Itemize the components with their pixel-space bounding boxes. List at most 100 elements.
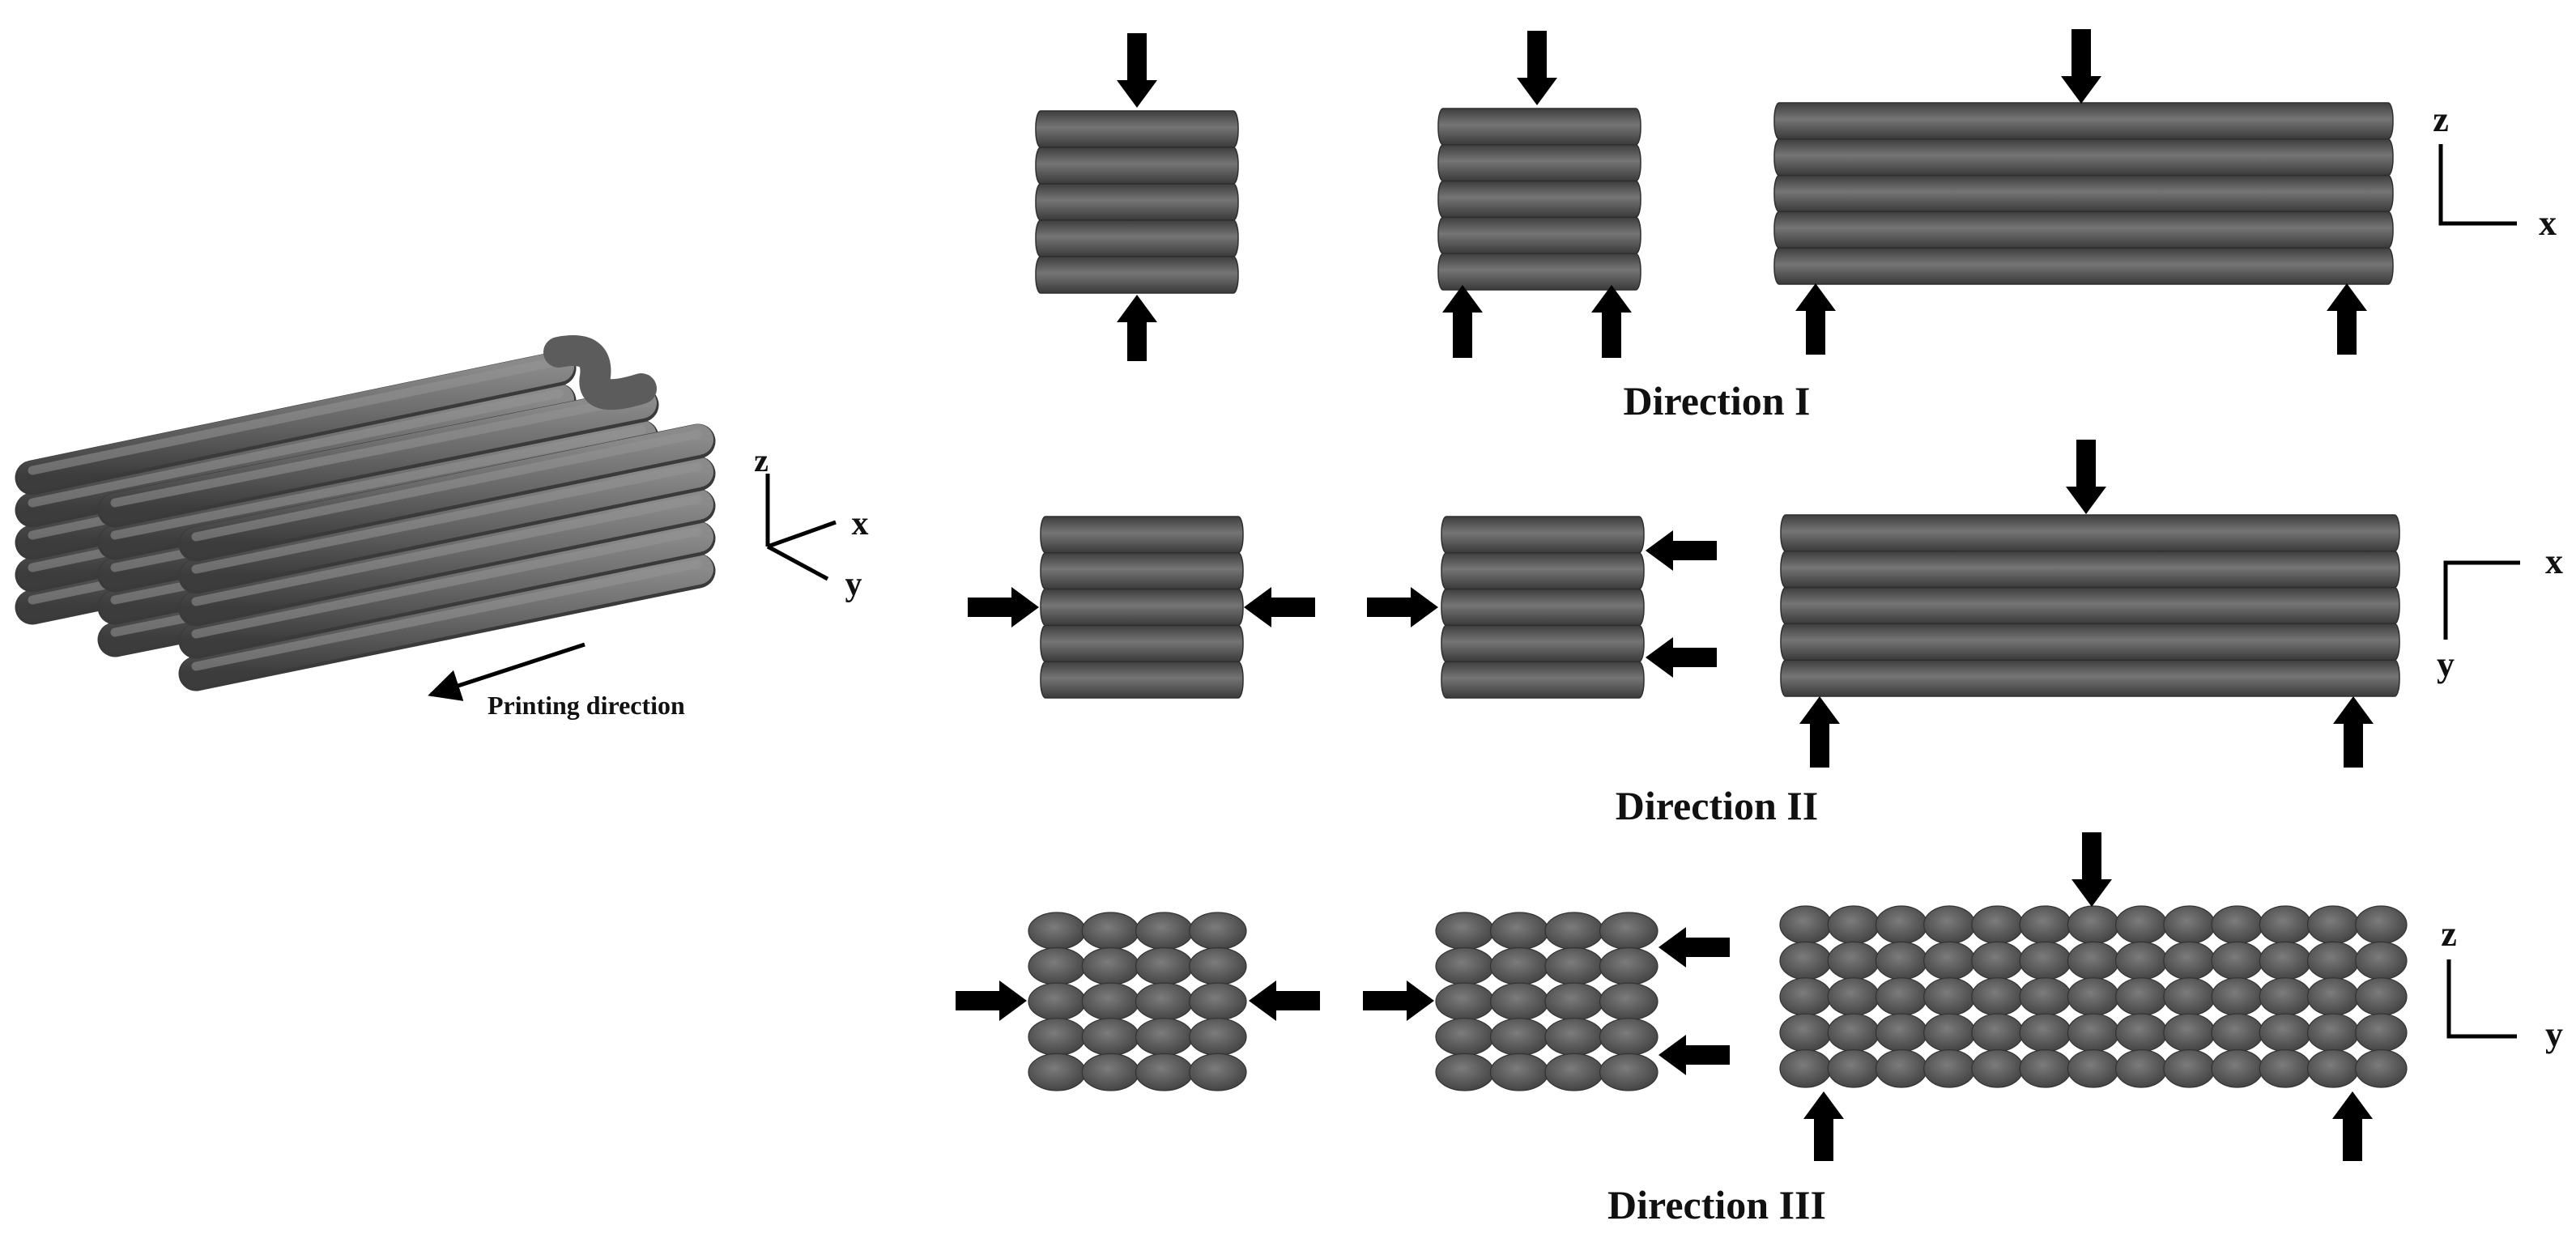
filament-cross-section <box>2115 1049 2168 1088</box>
filament-cross-section <box>2067 905 2120 945</box>
filament-cross-section <box>1028 912 1086 951</box>
filament-cross-section <box>1779 977 1832 1016</box>
printing-direction-arrow <box>428 642 585 701</box>
row-label-direction-3: Direction III <box>1607 1182 1826 1227</box>
support-arrow <box>1591 285 1632 358</box>
filament-cross-section <box>1435 946 1495 985</box>
filament-cross-section <box>1923 941 1976 980</box>
filament-cross-section <box>1971 1049 2024 1088</box>
support-arrow <box>2327 283 2367 355</box>
filament-layer <box>1040 552 1244 590</box>
row-1-compression-specimen <box>1035 110 1239 294</box>
filament-cross-section <box>2019 977 2071 1016</box>
row-2-axis-vertical: y <box>2437 644 2455 684</box>
filament-cross-section <box>2306 1049 2360 1088</box>
filament-cross-section <box>1971 941 2024 980</box>
filament-cross-section <box>1189 1053 1247 1091</box>
filament-cross-section <box>1435 1053 1495 1091</box>
load-arrow <box>1117 33 1157 108</box>
load-arrow <box>2061 29 2101 104</box>
filament-cross-section <box>1923 1013 1976 1053</box>
filament-cross-section <box>1827 941 1880 980</box>
filament-layer <box>1437 108 1641 146</box>
filament-cross-section <box>1081 1018 1140 1056</box>
filament-layer <box>1040 588 1244 627</box>
row-2-axes: x y <box>2437 542 2563 684</box>
row-2-axis-horizontal: x <box>2545 542 2563 581</box>
filament-cross-section <box>1189 912 1247 951</box>
filament-layer <box>1437 144 1641 182</box>
filament-layer <box>1437 216 1641 254</box>
filament-cross-section <box>1435 982 1495 1021</box>
printing-direction-label: Printing direction <box>488 691 685 720</box>
filament-cross-section <box>1827 977 1880 1016</box>
filament-layer <box>1441 552 1645 590</box>
filament-layer <box>1780 659 2400 697</box>
filament-cross-section <box>1028 946 1086 985</box>
row-3-axis-vertical: z <box>2441 914 2457 954</box>
filament-cross-section <box>1827 905 1880 945</box>
filament-cross-section <box>2115 905 2168 945</box>
filament-cross-section <box>1135 912 1194 951</box>
filament-layer <box>1780 623 2400 661</box>
filament-cross-section <box>1971 977 2024 1016</box>
filament-cross-section <box>2211 1049 2263 1088</box>
filament-layer <box>1437 253 1641 291</box>
filament-cross-section <box>1028 1053 1086 1091</box>
filament-cross-section <box>1875 1049 1928 1088</box>
filament-cross-section <box>1189 946 1247 985</box>
filament-cross-section <box>1489 912 1549 951</box>
filament-cross-section <box>1599 912 1658 951</box>
filament-cross-section <box>2067 941 2120 980</box>
load-arrow <box>1244 587 1315 627</box>
filament-cross-section <box>1875 977 1928 1016</box>
row-2-compression-specimen <box>1040 516 1244 699</box>
filament-cross-section <box>1544 1053 1604 1091</box>
filament-cross-section <box>1489 982 1549 1021</box>
filament-layer <box>1040 624 1244 662</box>
filament-layer <box>1035 147 1239 185</box>
filament-cross-section <box>2163 1013 2216 1053</box>
filament-cross-section <box>1435 1018 1495 1056</box>
filament-cross-section <box>1875 905 1928 945</box>
filament-cross-section <box>2259 977 2312 1016</box>
filament-layer <box>1780 514 2400 552</box>
filament-layer <box>1035 256 1239 294</box>
load-arrow <box>1658 927 1730 968</box>
load-arrow <box>2071 832 2112 907</box>
filament-cross-section <box>2019 905 2071 945</box>
filament-layer <box>1437 180 1641 219</box>
filament-layer <box>1035 183 1239 221</box>
load-arrow <box>1517 31 1557 105</box>
filament-cross-section <box>2067 977 2120 1016</box>
filament-cross-section <box>1827 1013 1880 1053</box>
filament-cross-section <box>2355 1049 2408 1088</box>
filament-layer <box>1773 174 2394 213</box>
load-arrow <box>2066 440 2106 514</box>
support-arrow <box>1795 283 1836 355</box>
filament-cross-section <box>1923 977 1976 1016</box>
filament-cross-section <box>1599 946 1658 985</box>
filament-layer <box>1780 551 2400 589</box>
filament-layer <box>1780 586 2400 625</box>
filament-cross-section <box>2355 1013 2408 1053</box>
row-3-axis-horizontal: y <box>2545 1014 2563 1054</box>
filament-cross-section <box>1875 1013 1928 1053</box>
load-arrow <box>956 980 1027 1021</box>
filament-layer <box>1040 661 1244 699</box>
filament-cross-section <box>2163 1049 2216 1088</box>
row-1-flexural-specimen <box>1773 102 2394 285</box>
load-arrow <box>1363 980 1434 1021</box>
filament-cross-section <box>1779 1013 1832 1053</box>
load-arrow <box>1658 1035 1730 1075</box>
filament-cross-section <box>1489 1053 1549 1091</box>
filament-cross-section <box>1544 912 1604 951</box>
filament-cross-section <box>1489 946 1549 985</box>
filament-cross-section <box>1599 1018 1658 1056</box>
filament-layer <box>1773 211 2394 249</box>
filament-cross-section <box>2067 1049 2120 1088</box>
filament-cross-section <box>1544 982 1604 1021</box>
filament-cross-section <box>1135 946 1194 985</box>
filament-cross-section <box>1875 941 1928 980</box>
filament-cross-section <box>2067 1013 2120 1053</box>
